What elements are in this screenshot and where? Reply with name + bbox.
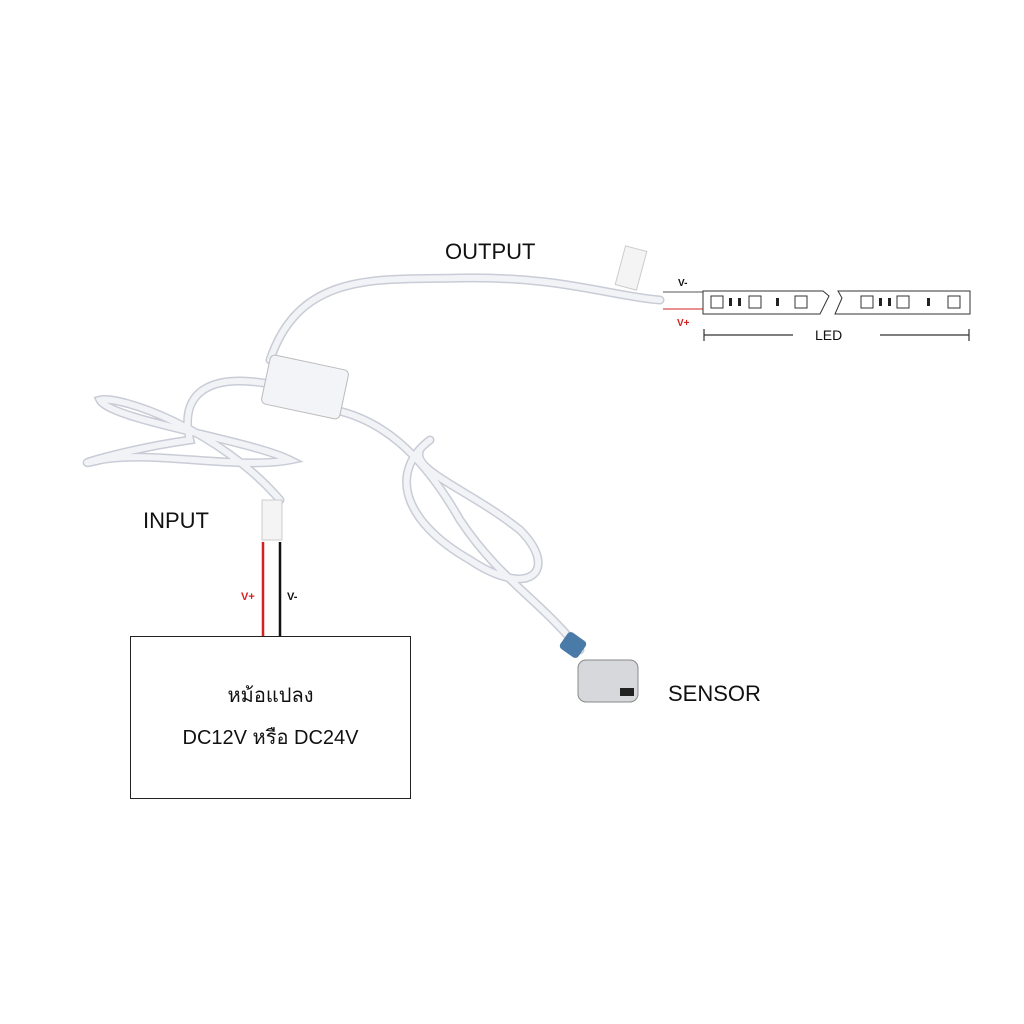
led-strip: [702, 290, 971, 315]
sensor-label: SENSOR: [668, 681, 761, 706]
output-vminus-label: V-: [678, 278, 688, 289]
sensor-ring: [559, 632, 587, 658]
power-supply-title: หม้อแปลง: [227, 685, 314, 707]
controller-box: [261, 354, 349, 420]
input-vminus-label: V-: [287, 591, 298, 603]
power-supply-voltage: DC12V หรือ DC24V: [182, 727, 359, 749]
output-vplus-label: V+: [677, 318, 690, 329]
output-connector: [614, 245, 648, 291]
input-connector: [261, 499, 283, 541]
power-supply-box: หม้อแปลง DC12V หรือ DC24V: [130, 636, 411, 799]
led-label: LED: [815, 327, 843, 343]
input-label: INPUT: [143, 508, 209, 533]
output-label: OUTPUT: [445, 239, 536, 264]
input-vplus-label: V+: [241, 591, 255, 603]
led-length-marker: [703, 329, 970, 341]
